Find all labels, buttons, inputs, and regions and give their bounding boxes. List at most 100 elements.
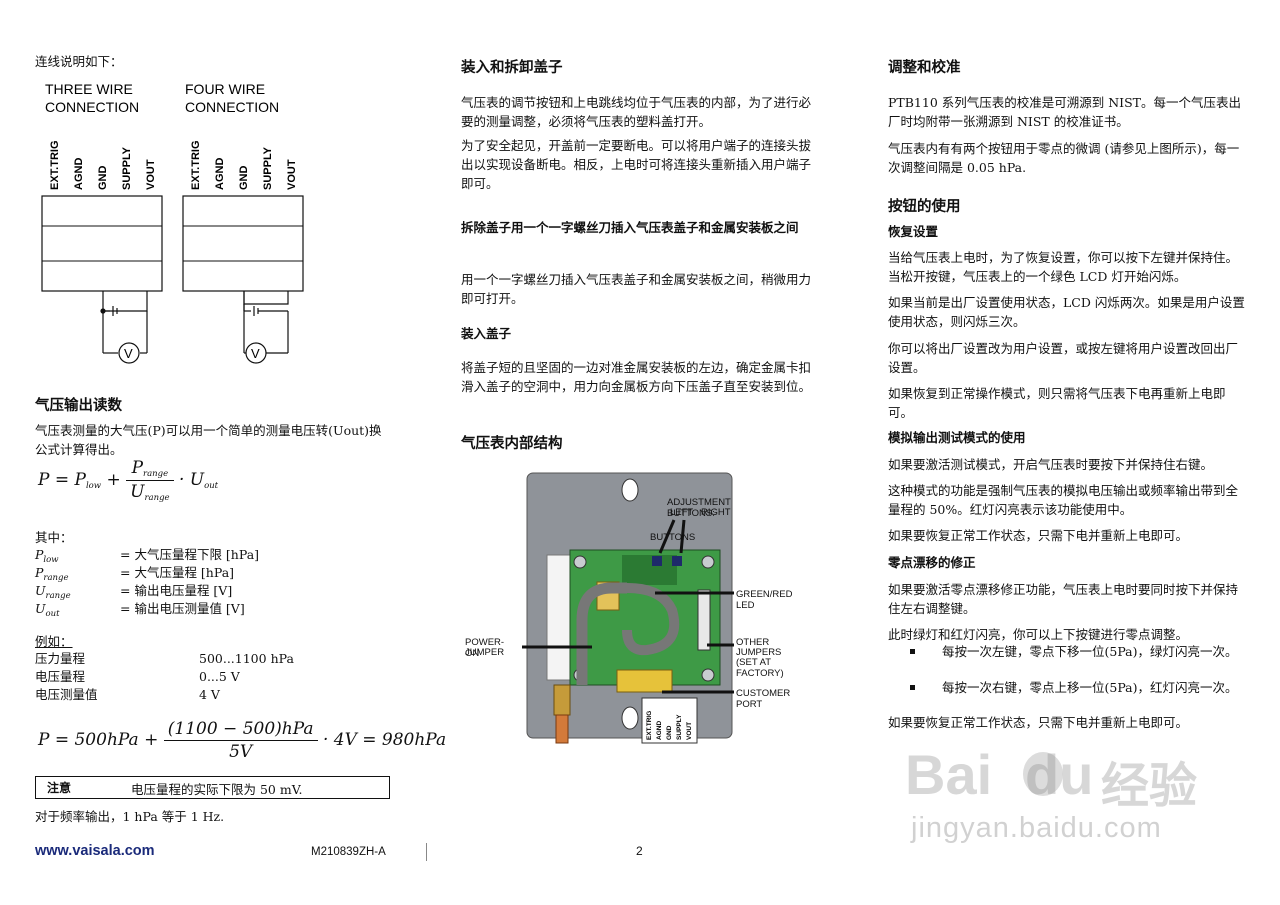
- meter-v-1: V: [124, 346, 133, 361]
- port-label: AGND: [656, 721, 663, 740]
- terminal-label: EXT.TRIG: [190, 140, 202, 190]
- note-label: 注意: [47, 781, 72, 795]
- meter-v-2: V: [251, 346, 260, 361]
- terminal-label: GND: [97, 166, 109, 191]
- example-formula-tail: · 4V = 980hPa: [322, 730, 447, 750]
- terminal-label: GND: [238, 166, 250, 191]
- formula-plow-sub: low: [85, 481, 102, 491]
- subtitle-install-cover: 装入盖子: [461, 326, 512, 341]
- footer-url-link[interactable]: www.vaisala.com: [35, 843, 155, 859]
- section-title-internal-structure: 气压表内部结构: [461, 436, 563, 452]
- example-label: 例如：: [35, 634, 73, 649]
- install-cover-para: 将盖子短的且坚固的一边对准金属安装板的左边，确定金属卡扣滑入盖子的空洞中，用力向…: [461, 360, 812, 394]
- callout-power-on: POWER-ON: [465, 637, 505, 659]
- four-wire-title-2: CONNECTION: [185, 99, 279, 115]
- terminal-label: SUPPLY: [121, 146, 133, 190]
- formula-plus: +: [101, 470, 127, 490]
- three-wire-title-2: CONNECTION: [45, 99, 139, 115]
- where-label: 其中：: [35, 530, 73, 545]
- footer-doc-code: M210839ZH-A: [311, 846, 386, 858]
- formula-den-sub: range: [144, 493, 170, 503]
- restore-para-4: 如果恢复到正常操作模式，则只需将气压表下电再重新上电即可。: [888, 386, 1226, 420]
- calibration-para-1: PTB110 系列气压表的校准是可溯源到 NIST。每一个气压表出厂时均附带一张…: [888, 95, 1242, 129]
- bullet-icon: [910, 649, 915, 654]
- zero-drift-para-2: 此时绿灯和红灯闪亮，你可以上下按键进行零点调整。: [888, 627, 1189, 642]
- frequency-note: 对于频率输出，1 hPa 等于 1 Hz.: [35, 809, 225, 824]
- callout-customer-port: CUSTOMER PORT: [736, 688, 791, 710]
- note-text: 电压量程的实际下限为 50 mV.: [131, 782, 303, 797]
- terminal-block-four-wire: [182, 195, 304, 292]
- terminal-label: EXT.TRIG: [49, 140, 61, 190]
- paw-icon: [1023, 752, 1063, 796]
- note-box: 注意 电压量程的实际下限为 50 mV.: [35, 776, 390, 799]
- port-label: GND: [666, 725, 673, 740]
- pressure-output-para: 气压表测量的大气压(P)可以用一个简单的测量电压转(Uout)换公式计算得出。: [35, 423, 382, 457]
- subtitle-test-mode: 模拟输出测试模式的使用: [888, 430, 1026, 445]
- cover-para-2: 为了安全起见，开盖前一定要断电。可以将用户端子的连接头拔出以实现设备断电。相反，…: [461, 138, 812, 191]
- watermark-bai: Bai: [905, 743, 993, 806]
- bullet-icon: [910, 685, 915, 690]
- section-title-buttons: 按钮的使用: [888, 199, 961, 215]
- example-formula-den: 5V: [229, 742, 253, 762]
- watermark-url: jingyan.baidu.com: [911, 812, 1162, 844]
- callout-other: OTHER: [736, 637, 770, 648]
- example-formula-lhs: P = 500hPa +: [38, 730, 164, 750]
- formula-fraction: Prange Urange: [126, 458, 174, 503]
- formula-den: U: [130, 482, 145, 502]
- circuit-three-wire: [100, 291, 148, 364]
- bullet-text: 每按一次右键，零点上移一位(5Pa)，红灯闪亮一次。: [942, 680, 1238, 695]
- zero-drift-para-3: 如果要恢复正常工作状态，只需下电并重新上电即可。: [888, 715, 1189, 730]
- section-title-cover: 装入和拆卸盖子: [461, 60, 563, 76]
- terminal-block-three-wire: [41, 195, 163, 292]
- restore-para-2: 如果当前是出厂设置使用状态，LCD 闪烁两次。如果是用户设置使用状态，则闪烁三次…: [888, 295, 1245, 329]
- pressure-formula: P = Plow + Prange Urange · Uout: [38, 458, 218, 503]
- formula-lhs: P: [38, 470, 50, 490]
- zero-drift-para-1: 如果要激活零点漂移修正功能，气压表上电时要同时按下并保持住左右调整键。: [888, 582, 1239, 616]
- wiring-intro: 连线说明如下：: [35, 54, 123, 69]
- page-number: 2: [636, 844, 643, 858]
- callout-left-right: LEFT RIGHT: [670, 507, 731, 518]
- example-formula-fraction: (1100 − 500)hPa 5V: [163, 719, 318, 762]
- formula-num-sub: range: [143, 469, 169, 479]
- watermark-jingyan: 经验: [1101, 758, 1198, 814]
- port-label: EXT.TRIG: [646, 711, 653, 740]
- formula-num: P: [131, 458, 144, 478]
- section-title-calibration: 调整和校准: [888, 60, 961, 76]
- restore-para-3: 你可以将出厂设置改为用户设置，或按左键将用户设置改回出厂设置。: [888, 341, 1239, 375]
- terminal-label: VOUT: [145, 159, 157, 190]
- example-formula-num: (1100 − 500)hPa: [163, 719, 318, 741]
- remove-cover-para: 用一个一字螺丝刀插入气压表盖子和金属安装板之间，稍微用力即可打开。: [461, 272, 812, 306]
- callout-jumpers: JUMPERS: [736, 647, 782, 658]
- wiring-diagram: THREE WIRE CONNECTION FOUR WIRE CONNECTI…: [41, 81, 304, 364]
- example-formula: P = 500hPa + (1100 − 500)hPa 5V · 4V = 9…: [38, 719, 446, 762]
- formula-plow: = P: [49, 470, 86, 490]
- formula-tail-sub: out: [204, 481, 219, 491]
- section-title-pressure-output: 气压输出读数: [35, 398, 122, 414]
- bullet-text: 每按一次左键，零点下移一位(5Pa)，绿灯闪亮一次。: [942, 644, 1238, 659]
- terminal-label: AGND: [214, 158, 226, 190]
- subtitle-zero-drift: 零点漂移的修正: [888, 555, 976, 570]
- terminal-label: AGND: [73, 158, 85, 190]
- port-label: VOUT: [686, 722, 693, 740]
- cover-para-1: 气压表的调节按钮和上电跳线均位于气压表的内部，为了进行必要的测量调整，必须将气压…: [461, 95, 812, 129]
- test-mode-para-1: 如果要激活测试模式，开启气压表时要按下并保持住右键。: [888, 457, 1214, 472]
- callout-set-at-factory: (SET AT FACTORY): [736, 657, 784, 679]
- restore-para-1: 当给气压表上电时，为了恢复设置，你可以按下左键并保持住。当松开按键，气压表上的一…: [888, 250, 1239, 284]
- three-wire-title-1: THREE WIRE: [45, 81, 133, 97]
- port-label: SUPPLY: [676, 714, 683, 740]
- callout-buttons: BUTTONS: [650, 532, 696, 543]
- callout-jumper: JUMPER: [465, 647, 505, 658]
- formula-tail: · U: [178, 470, 205, 490]
- baidu-watermark: Bai du 经验 jingyan.baidu.com: [905, 742, 1215, 852]
- footer-divider: [426, 843, 427, 861]
- test-mode-para-2: 这种模式的功能是强制气压表的模拟电压输出或频率输出带到全量程的 50%。红灯闪亮…: [888, 483, 1239, 517]
- terminal-label: VOUT: [286, 159, 298, 190]
- circuit-four-wire: [243, 291, 289, 364]
- calibration-para-2: 气压表内有有两个按钮用于零点的微调 (请参见上图所示)，每一次调整间隔是 0.0…: [888, 141, 1240, 175]
- watermark-du: du: [1025, 743, 1094, 806]
- terminal-label: SUPPLY: [262, 146, 274, 190]
- callout-adjustment-buttons: ADJUSTMENT BUTTONS:: [667, 497, 731, 519]
- subtitle-remove-cover: 拆除盖子用一个一字螺丝刀插入气压表盖子和金属安装板之间: [461, 220, 799, 235]
- callout-led: GREEN/RED LED: [736, 589, 793, 611]
